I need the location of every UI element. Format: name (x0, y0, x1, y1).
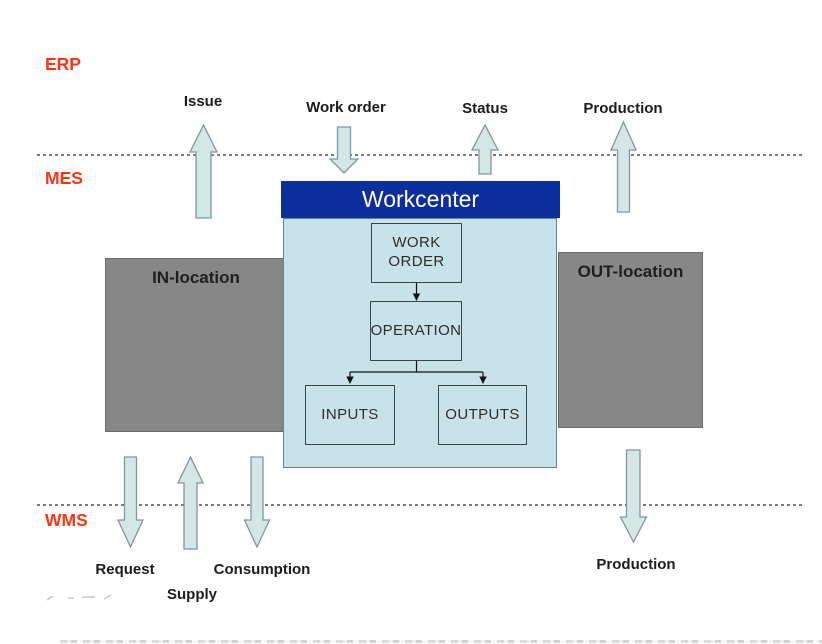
watermark-marks (46, 594, 112, 601)
in-location-box: IN-location (105, 258, 287, 432)
production-top-up-arrow (609, 120, 638, 213)
request-down-arrow (116, 456, 145, 549)
production-bottom-label: Production (596, 556, 676, 573)
in-location-label: IN-location (152, 268, 240, 287)
work-order-box: WORK ORDER (371, 223, 462, 283)
erp-mes-boundary-line (37, 154, 803, 156)
work-order-down-arrow (328, 126, 360, 174)
layer-label-erp: ERP (45, 54, 81, 74)
request-label: Request (95, 561, 155, 578)
workcenter-header: Workcenter (281, 181, 560, 218)
production-bottom-down-arrow (619, 449, 648, 544)
out-location-label: OUT-location (577, 262, 684, 281)
operation-box: OPERATION (370, 301, 462, 361)
inputs-box: INPUTS (305, 385, 395, 445)
work-order-label: Work order (306, 99, 386, 116)
mes-wms-boundary-line (37, 504, 803, 506)
bottom-edge-noise (60, 640, 822, 643)
supply-up-arrow (176, 455, 205, 550)
layer-label-mes: MES (45, 168, 83, 188)
consumption-down-arrow (243, 456, 271, 549)
status-up-arrow (470, 123, 500, 175)
out-location-box: OUT-location (558, 252, 703, 428)
issue-label: Issue (183, 93, 223, 110)
layer-label-wms: WMS (45, 510, 88, 530)
production-top-label: Production (583, 100, 663, 117)
outputs-box: OUTPUTS (438, 385, 527, 445)
issue-up-arrow (188, 123, 219, 219)
supply-label: Supply (166, 586, 218, 603)
status-label: Status (462, 100, 508, 117)
consumption-label: Consumption (213, 561, 311, 578)
